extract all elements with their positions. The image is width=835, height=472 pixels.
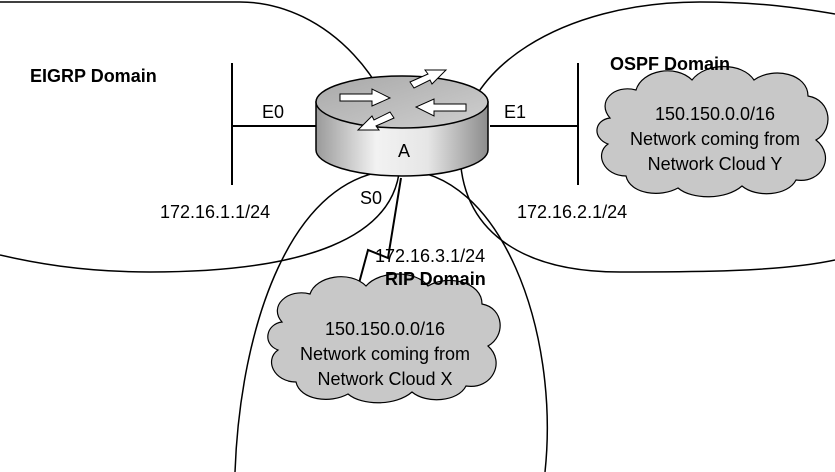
rip-address: 172.16.3.1/24 <box>375 246 485 266</box>
network-cloud-y: 150.150.0.0/16 Network coming from Netwo… <box>596 66 829 198</box>
eigrp-address: 172.16.1.1/24 <box>160 202 270 222</box>
ospf-domain-label: OSPF Domain <box>610 54 730 74</box>
ospf-address: 172.16.2.1/24 <box>517 202 627 222</box>
cloud-x-line2: Network coming from <box>300 344 470 364</box>
router-name: A <box>398 141 410 161</box>
cloud-y-line1: 150.150.0.0/16 <box>655 104 775 124</box>
rip-domain-label: RIP Domain <box>385 269 486 289</box>
network-cloud-x: 150.150.0.0/16 Network coming from Netwo… <box>267 273 501 404</box>
s0-label: S0 <box>360 188 382 208</box>
eigrp-domain-boundary <box>0 1 401 273</box>
eigrp-domain-label: EIGRP Domain <box>30 66 157 86</box>
router-a: A <box>315 69 489 177</box>
cloud-y-line2: Network coming from <box>630 129 800 149</box>
cloud-y-line3: Network Cloud Y <box>648 154 783 174</box>
router-arrows-icon <box>339 69 467 131</box>
cloud-x-line3: Network Cloud X <box>317 369 452 389</box>
e0-label: E0 <box>262 102 284 122</box>
cloud-x-line1: 150.150.0.0/16 <box>325 319 445 339</box>
s0-serial-link <box>354 177 402 299</box>
e1-label: E1 <box>504 102 526 122</box>
